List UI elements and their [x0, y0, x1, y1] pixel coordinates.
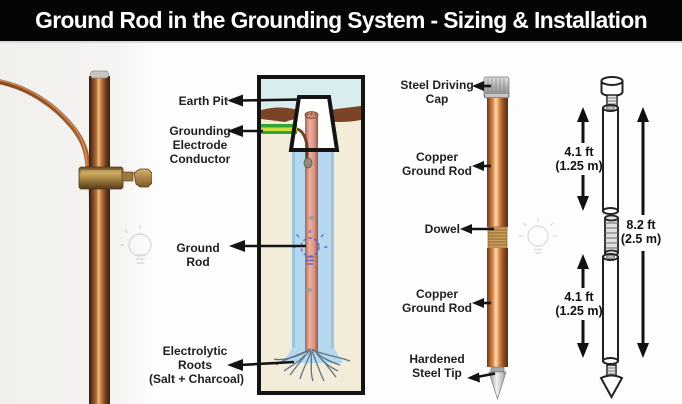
- callout-arrows: [227, 94, 306, 371]
- ground-rod-photo: [0, 43, 152, 404]
- copper-rod-lower: [487, 248, 508, 367]
- total-length-arrow: [637, 107, 649, 358]
- copper-rod-illustration: [460, 76, 510, 400]
- label-copper-ground-rod-lower: Copper Ground Rod: [402, 287, 472, 315]
- label-dowel: Dowel: [424, 222, 460, 236]
- photo-background: [0, 43, 152, 404]
- electrolytic-roots: [273, 348, 351, 382]
- earth-pit-arrow: [227, 94, 301, 107]
- ground-rod-arrow: [229, 240, 306, 252]
- dowel-arrow: [460, 224, 494, 234]
- roots-arrow: [227, 359, 295, 371]
- lightbulb-watermark-icon: [519, 218, 557, 254]
- sizing-tip: [599, 364, 624, 400]
- ground-clamp: [78, 166, 152, 190]
- pit-bonding-wire: [296, 127, 309, 160]
- upper-rod-arrow: [472, 161, 491, 171]
- sizing-lower-tube: [602, 253, 619, 365]
- rod-sizing-diagram: [577, 76, 649, 400]
- label-hardened-steel-tip: Hardened Steel Tip: [409, 352, 465, 380]
- label-grounding-electrode-conductor: Grounding Electrode Conductor: [169, 124, 231, 166]
- label-ground-rod: Ground Rod: [176, 241, 220, 269]
- label-earth-pit: Earth Pit: [178, 94, 228, 108]
- dimension-arrows: [577, 107, 649, 358]
- hardened-steel-tip: [488, 366, 507, 400]
- page-title: Ground Rod in the Grounding System - Siz…: [35, 7, 648, 33]
- earth-pit-diagram: [227, 75, 365, 395]
- label-steel-driving-cap: Steel Driving Cap: [400, 78, 474, 106]
- label-copper-ground-rod-upper: Copper Ground Rod: [402, 150, 472, 178]
- rod-callout-arrows: [460, 81, 496, 383]
- conductor-arrow: [227, 125, 263, 137]
- tip-arrow: [467, 372, 496, 383]
- measure-total-length: 8.2 ft (2.5 m): [620, 218, 662, 246]
- copper-rod: [89, 76, 110, 404]
- copper-rod-upper: [487, 98, 508, 227]
- sizing-cap: [600, 76, 624, 97]
- steel-driving-cap: [483, 76, 510, 99]
- lightbulb-watermark-blue-icon: [292, 230, 328, 265]
- diagram-frame: [257, 75, 365, 395]
- lightbulb-watermark-icon: [120, 225, 152, 264]
- cap-arrow: [472, 81, 491, 91]
- lower-section-arrow: [577, 254, 589, 358]
- upper-section-arrow: [577, 107, 589, 211]
- lower-rod-arrow: [472, 298, 491, 308]
- measure-lower-section: 4.1 ft (1.25 m): [555, 290, 603, 318]
- measure-upper-section: 4.1 ft (1.25 m): [555, 145, 603, 173]
- label-electrolytic-roots: Electrolytic Roots (Salt + Charcoal): [149, 344, 245, 386]
- sizing-upper-tube: [602, 104, 619, 215]
- title-bar: Ground Rod in the Grounding System - Siz…: [0, 0, 682, 43]
- rod-top-tip: [90, 70, 109, 79]
- grounding-electrode-conductor: [261, 124, 297, 134]
- clamp-bolt: [133, 168, 152, 188]
